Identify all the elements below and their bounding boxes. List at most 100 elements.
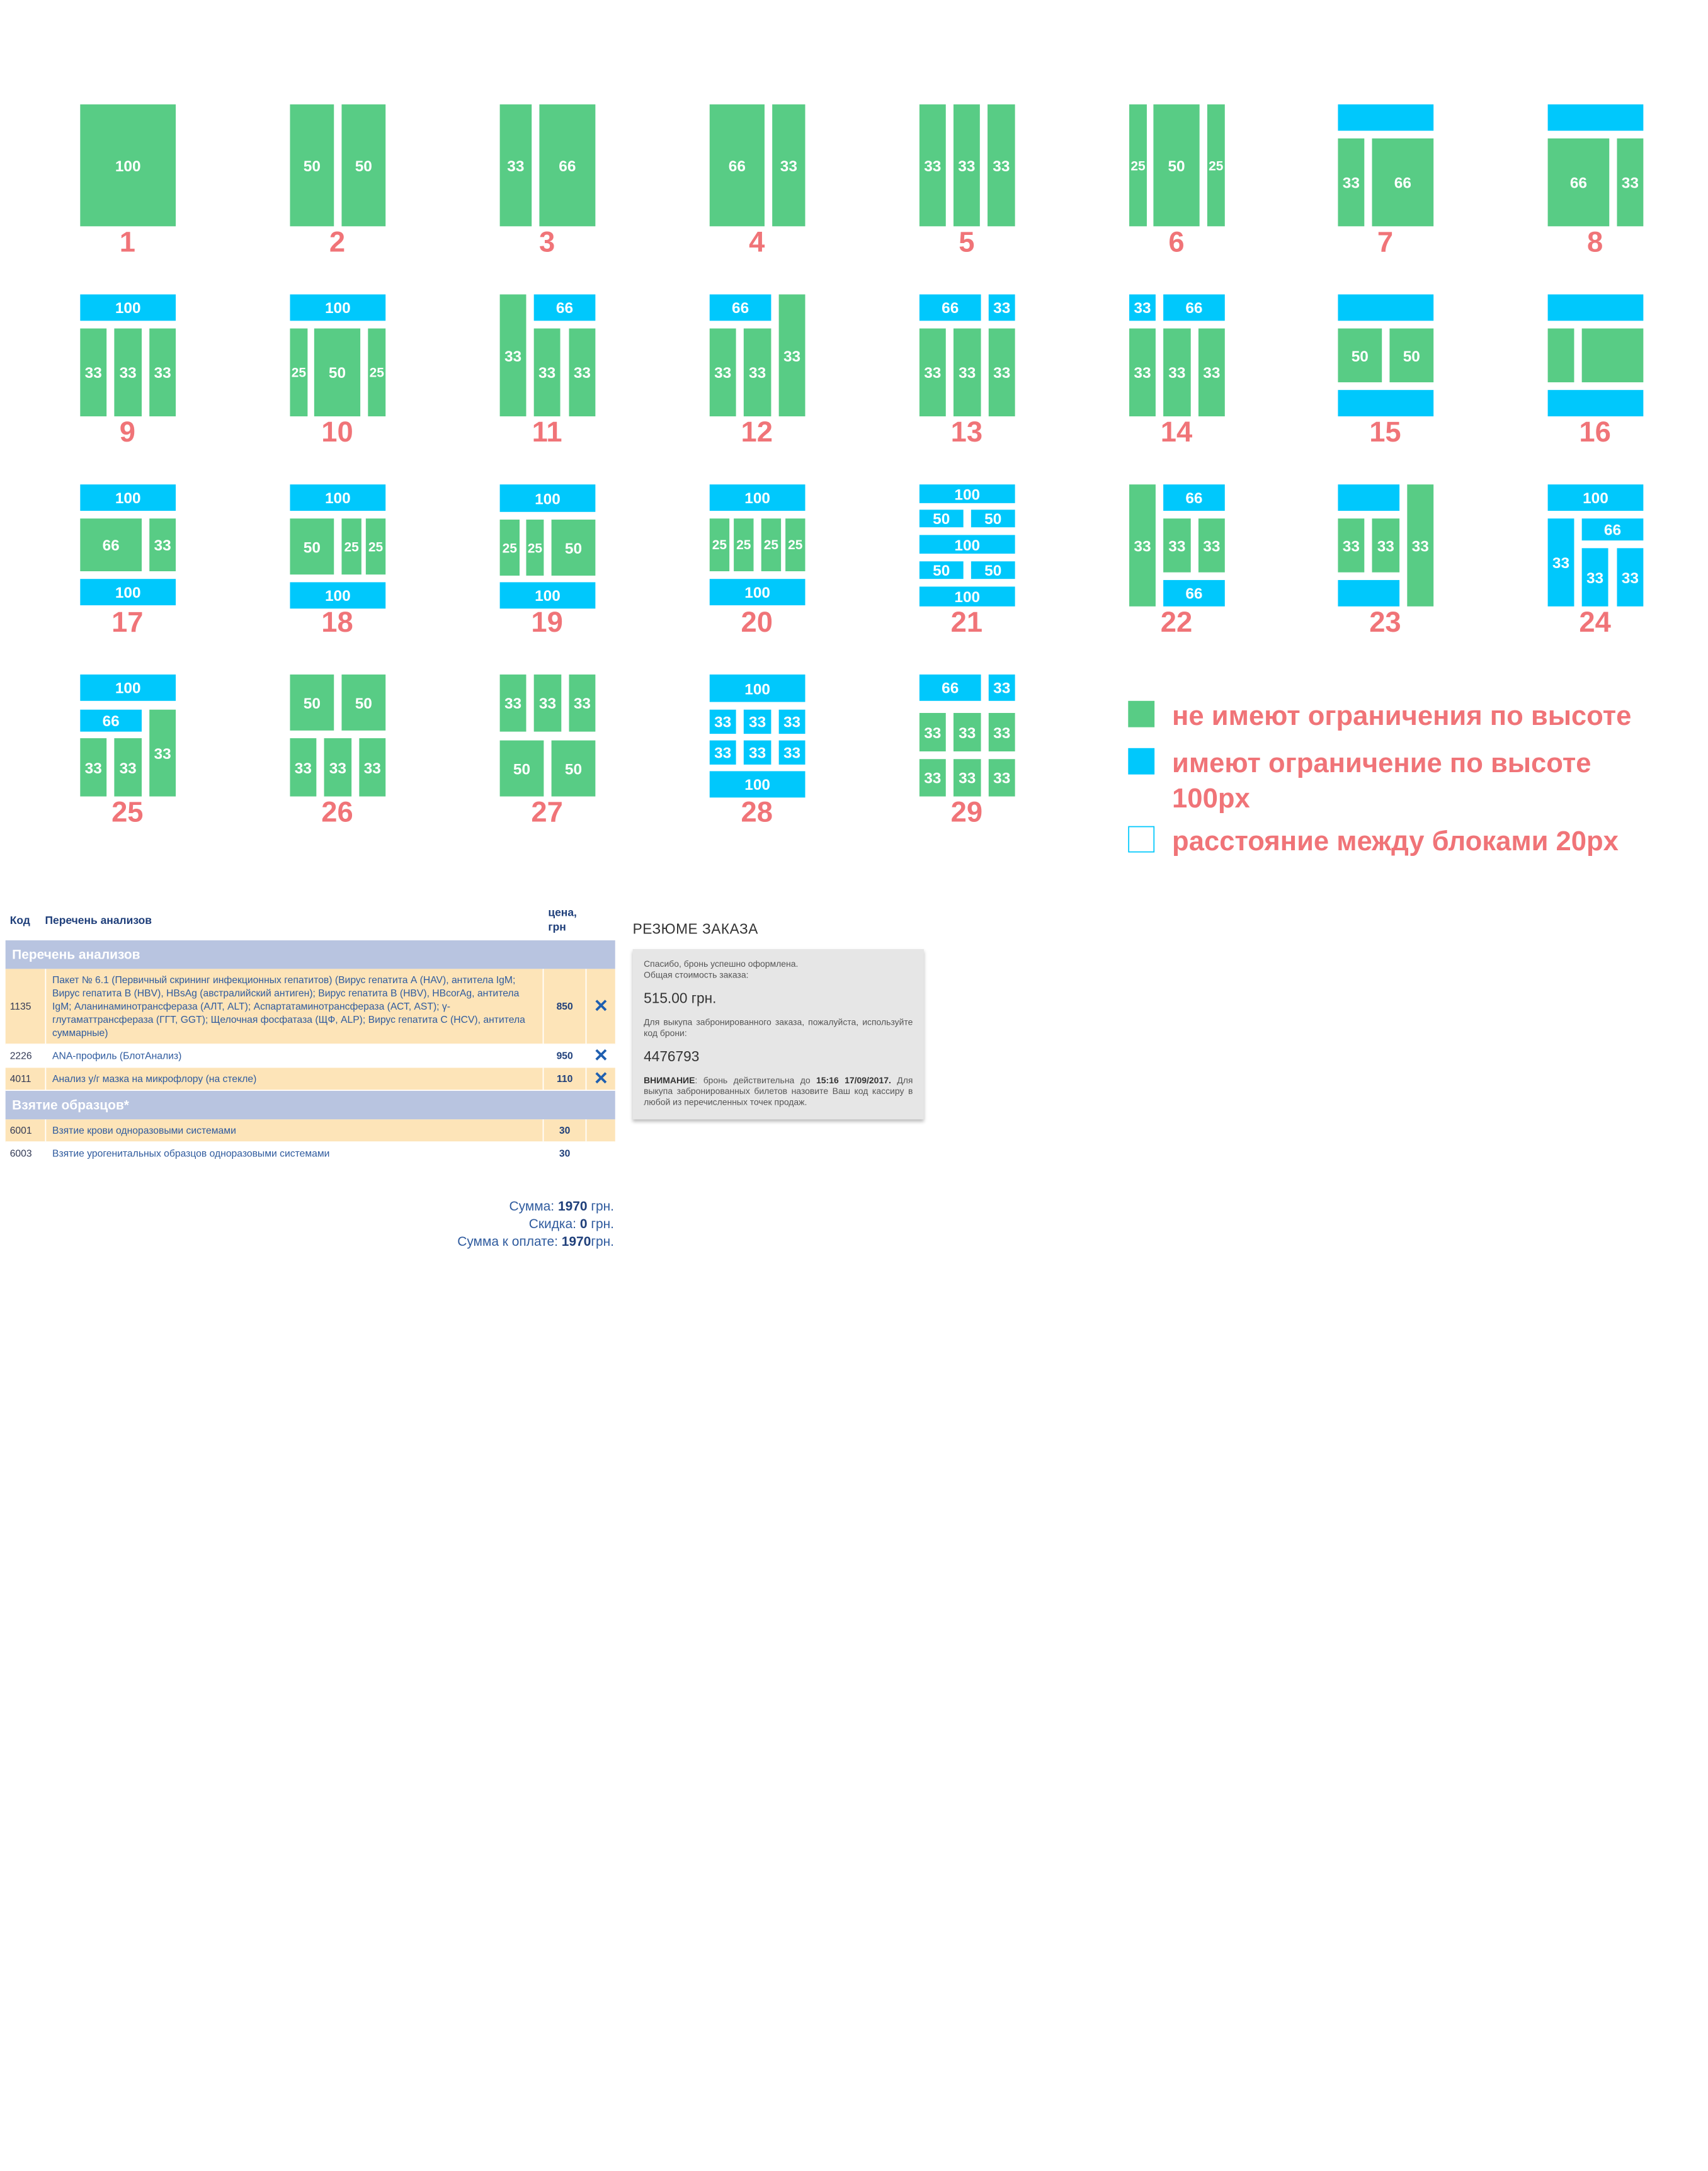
flex-height-block-26-2: 50: [341, 674, 386, 731]
order-table: Код Перечень анализов цена, грн Перечень…: [5, 901, 615, 1166]
flex-height-block-13-5: 33: [988, 328, 1015, 417]
fixed-height-block-14-2: 66: [1163, 294, 1225, 321]
flex-height-block-23-3: 33: [1372, 518, 1400, 573]
flex-height-block-8-2: 66: [1547, 138, 1610, 227]
row-price: 950: [544, 1044, 588, 1067]
layout-number-4: 4: [749, 225, 765, 258]
fixed-height-block-11-2: 66: [533, 294, 596, 321]
flex-height-block-26-3: 33: [290, 738, 317, 797]
fixed-height-block-28-4: 33: [778, 709, 806, 734]
row-name: Анализ у/г мазка на микрофлору (на стекл…: [46, 1068, 544, 1090]
row-code: 6003: [6, 1142, 46, 1165]
to-pay-value: 1970: [561, 1233, 591, 1250]
flex-height-block-25-3: 33: [80, 738, 107, 797]
legend-green-swatch: [1128, 700, 1155, 727]
flex-height-block-25-5: 33: [149, 709, 176, 797]
summary-total-value: 515.00 грн.: [644, 989, 717, 1006]
layout-number-25: 25: [111, 795, 144, 829]
flex-height-block-17-2: 66: [80, 518, 142, 571]
legend-gap-label: расстояние между блоками 20px: [1172, 826, 1619, 857]
flex-height-block-26-1: 50: [290, 674, 334, 731]
fixed-height-block-23-4: [1338, 579, 1400, 607]
summary-total-label: Общая стоимость заказа:: [644, 970, 749, 980]
flex-height-block-11-4: 33: [569, 328, 596, 417]
layout-number-5: 5: [959, 225, 975, 258]
summary-title: РЕЗЮМЕ ЗАКАЗА: [632, 920, 758, 937]
discount-line: Скидка: 0 грн.: [329, 1215, 614, 1233]
fixed-height-block-23-1: [1338, 484, 1400, 511]
flex-height-block-8-3: 33: [1617, 138, 1644, 227]
flex-height-block-19-3: 25: [526, 520, 544, 576]
row-name: Взятие урогенитальных образцов одноразов…: [46, 1142, 544, 1165]
flex-height-block-10-2: 25: [290, 328, 308, 417]
flex-height-block-22-4: 33: [1198, 518, 1225, 573]
layout-number-23: 23: [1369, 605, 1401, 639]
layout-number-2: 2: [329, 225, 346, 258]
fixed-height-block-19-1: 100: [499, 484, 596, 512]
order-summary-box: Спасибо, бронь успешно оформлена. Общая …: [632, 949, 924, 1120]
layout-number-11: 11: [532, 415, 562, 448]
flex-height-block-7-3: 66: [1372, 138, 1434, 227]
fixed-height-block-14-1: 33: [1129, 294, 1156, 321]
flex-height-block-29-6: 33: [919, 759, 946, 797]
layout-number-3: 3: [538, 225, 555, 258]
flex-height-block-18-3: 25: [341, 518, 362, 575]
fixed-height-block-29-2: 33: [988, 674, 1015, 701]
layout-number-7: 7: [1377, 225, 1394, 258]
flex-height-block-6-3: 25: [1207, 104, 1225, 227]
flex-height-block-15-2: 50: [1338, 328, 1382, 382]
layout-number-15: 15: [1369, 415, 1401, 448]
discount-value: 0: [579, 1216, 588, 1232]
fixed-height-block-17-1: 100: [80, 484, 176, 511]
fixed-height-block-28-1: 100: [709, 674, 806, 702]
flex-height-block-18-4: 25: [365, 518, 386, 575]
flex-height-block-9-4: 33: [149, 328, 176, 417]
legend-cyan: имеют ограничение по высоте 100px: [1128, 746, 1655, 816]
layout-number-9: 9: [119, 415, 135, 448]
flex-height-block-27-1: 33: [499, 674, 527, 732]
sum-line: Сумма: 1970 грн.: [329, 1197, 614, 1215]
flex-height-block-4-1: 66: [709, 104, 765, 227]
fixed-height-block-21-4: 100: [919, 535, 1015, 554]
row-name: Взятие крови одноразовыми системами: [46, 1119, 544, 1142]
flex-height-block-12-2: 33: [709, 328, 736, 417]
layout-number-26: 26: [321, 795, 353, 829]
legend-gap: расстояние между блоками 20px: [1128, 824, 1655, 859]
flex-height-block-16-2: [1547, 328, 1574, 382]
summary-code-hint: Для выкупа забронированного заказа, пожа…: [644, 1017, 913, 1039]
remove-icon[interactable]: ✕: [593, 997, 609, 1017]
remove-icon: [587, 1142, 615, 1165]
layout-number-14: 14: [1160, 415, 1193, 448]
layout-number-18: 18: [321, 605, 353, 639]
fixed-height-block-21-2: 50: [919, 510, 964, 528]
flex-height-block-25-4: 33: [114, 738, 142, 797]
flex-height-block-14-5: 33: [1198, 328, 1225, 417]
remove-icon[interactable]: ✕: [593, 1047, 609, 1066]
flex-height-block-6-2: 50: [1153, 104, 1200, 227]
fixed-height-block-20-6: 100: [709, 579, 806, 606]
layout-number-22: 22: [1160, 605, 1193, 639]
table-header: Код Перечень анализов цена, грн: [6, 901, 615, 940]
flex-height-block-6-1: 25: [1129, 104, 1147, 227]
fixed-height-block-24-1: 100: [1547, 484, 1644, 511]
layout-number-28: 28: [741, 795, 773, 829]
remove-icon[interactable]: ✕: [593, 1069, 609, 1089]
layout-number-17: 17: [111, 605, 144, 639]
flex-height-block-26-5: 33: [359, 738, 386, 797]
row-code: 1135: [6, 969, 46, 1044]
fixed-height-block-24-4: 33: [1581, 548, 1608, 607]
row-price: 30: [544, 1119, 588, 1142]
flex-height-block-5-3: 33: [988, 104, 1015, 227]
layout-number-10: 10: [321, 415, 353, 448]
flex-height-block-27-5: 50: [551, 740, 596, 797]
flex-height-block-29-3: 33: [919, 712, 946, 752]
row-name: Пакет № 6.1 (Первичный скрининг инфекцио…: [46, 969, 544, 1044]
fixed-height-block-21-6: 50: [971, 561, 1015, 579]
fixed-height-block-24-3: 66: [1581, 518, 1644, 541]
flex-height-block-17-3: 33: [149, 518, 176, 571]
fixed-height-block-24-5: 33: [1617, 548, 1644, 607]
fixed-height-block-18-5: 100: [290, 582, 386, 609]
flex-height-block-22-1: 33: [1129, 484, 1156, 607]
warning-post: Для выкупа забронированных билетов назов…: [644, 1075, 913, 1108]
